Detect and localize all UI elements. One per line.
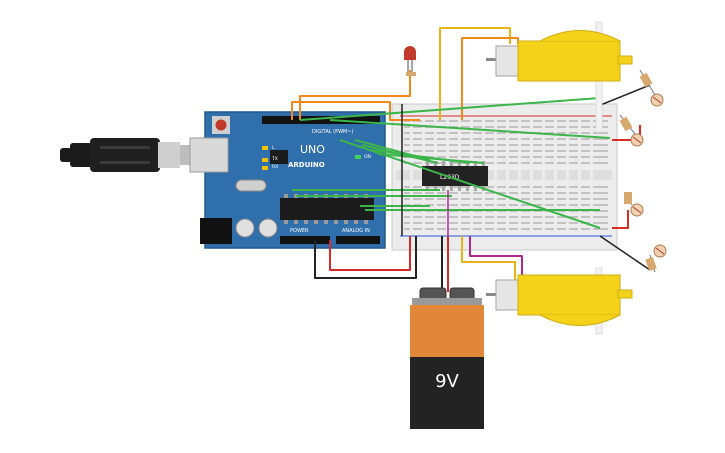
wire-ldr-1 xyxy=(299,97,601,121)
wire-ldr-red-2 xyxy=(612,210,629,229)
wire-ldr-black-2 xyxy=(599,235,651,271)
wire-gnd xyxy=(314,236,417,279)
tx-label: TX xyxy=(271,156,278,162)
led-icon xyxy=(404,46,416,76)
battery-9v: 9V xyxy=(410,287,484,429)
usb-cable-icon xyxy=(60,138,192,172)
photoresistor-icon xyxy=(650,93,664,107)
dc-motor-icon xyxy=(486,267,633,335)
photoresistor-icon xyxy=(630,133,644,147)
l-label: L xyxy=(272,145,275,151)
analog-header-label: ANALOG IN xyxy=(342,228,370,234)
wire-motor-top-a xyxy=(439,27,511,120)
arduino-board: ARDUINO UNO DIGITAL (PWM~) POWER ANALOG … xyxy=(189,111,386,249)
reset-button xyxy=(215,119,227,131)
power-header-label: POWER xyxy=(290,228,309,234)
rx-label: RX xyxy=(272,164,278,170)
resistor-icon xyxy=(619,114,636,135)
photoresistor-icon xyxy=(630,203,644,217)
on-label: ON xyxy=(364,154,371,160)
wire-chip-4 xyxy=(377,153,485,164)
wire-motor-bot-a xyxy=(461,236,516,282)
resistor-icon xyxy=(645,254,657,273)
wire-motor-bot-b xyxy=(469,236,523,282)
arduino-brand-label: ARDUINO xyxy=(288,161,325,169)
resistor-icon xyxy=(624,192,633,206)
wire-5v xyxy=(329,236,411,271)
battery-label: 9V xyxy=(435,371,459,392)
wire-ldr-black-1 xyxy=(597,84,651,107)
digital-header-label: DIGITAL (PWM~) xyxy=(312,129,354,135)
wire-orange-a xyxy=(291,101,420,121)
arduino-model-label: UNO xyxy=(300,143,325,156)
dc-motor-icon xyxy=(486,21,633,133)
wire-led xyxy=(299,70,411,120)
photoresistor-icon xyxy=(653,244,667,258)
wiring xyxy=(291,27,651,292)
resistor-icon xyxy=(639,69,656,96)
wire-ldr-2 xyxy=(329,119,611,139)
